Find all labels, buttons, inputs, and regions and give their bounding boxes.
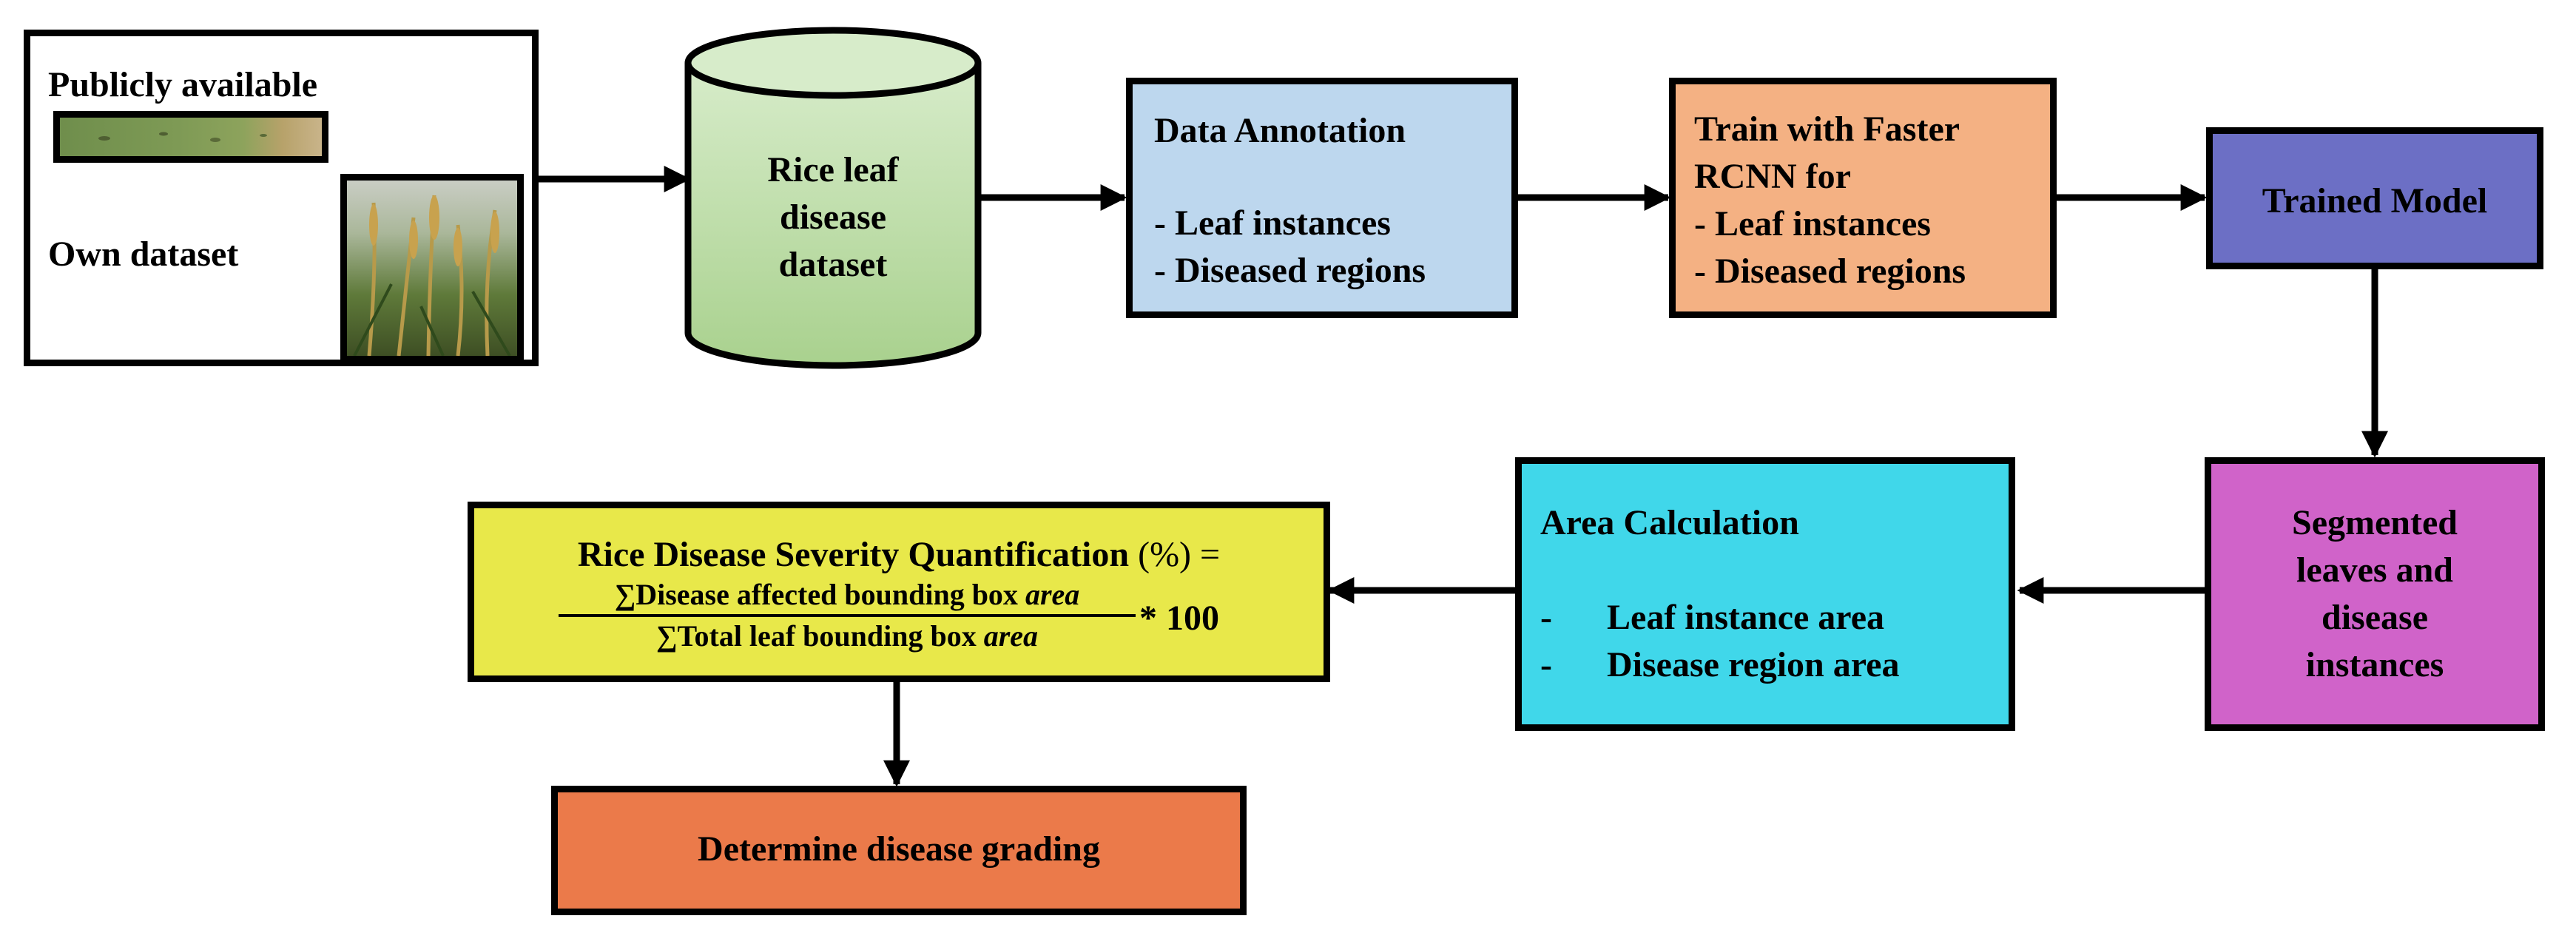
severity-title-suffix: (%) = xyxy=(1138,535,1221,574)
area-title: Area Calculation xyxy=(1540,503,1799,542)
dataset-label-line1: Rice leaf xyxy=(767,150,899,189)
data-annotation-box xyxy=(1126,78,1518,318)
train-item-leaf: - Leaf instances xyxy=(1694,204,1931,243)
area-item-disease: Disease region area xyxy=(1607,645,1900,684)
severity-multiplier: * 100 xyxy=(1139,599,1219,638)
area-item1-dash: - xyxy=(1540,598,1552,637)
segmented-line4: instances xyxy=(2305,645,2444,684)
segmented-line3: disease xyxy=(2322,598,2428,637)
train-faster-rcnn-box xyxy=(1669,78,2057,318)
train-title-line1: Train with Faster xyxy=(1694,109,1960,149)
area-item2-dash: - xyxy=(1540,645,1552,684)
publicly-available-label: Publicly available xyxy=(48,65,318,104)
own-dataset-label: Own dataset xyxy=(48,235,239,274)
fraction-numerator: ∑Disease affected bounding box area xyxy=(559,577,1136,617)
rice-stalks-graphic xyxy=(353,195,511,356)
annotation-item-leaf: - Leaf instances xyxy=(1154,203,1391,243)
segmented-line2: leaves and xyxy=(2296,550,2453,590)
severity-title-text: Rice Disease Severity Quantification xyxy=(577,535,1130,574)
dataset-label-line3: dataset xyxy=(778,245,888,284)
fraction-denominator: ∑Total leaf bounding box area xyxy=(559,617,1136,654)
severity-title: Rice Disease Severity Quantification (%)… xyxy=(468,531,1330,579)
segmented-instances-box xyxy=(2205,457,2545,731)
annotation-title: Data Annotation xyxy=(1154,111,1406,150)
disease-grading-box xyxy=(551,786,1247,915)
annotation-item-disease: - Diseased regions xyxy=(1154,251,1426,290)
own-dataset-field-image xyxy=(340,174,524,363)
numerator-var: area xyxy=(1025,578,1080,611)
severity-fraction: ∑Disease affected bounding box area ∑Tot… xyxy=(559,577,1136,654)
leaf-lesion-marks xyxy=(98,132,267,142)
trained-model-label: Trained Model xyxy=(2262,181,2488,220)
area-calculation-box xyxy=(1515,457,2015,731)
disease-grading-label: Determine disease grading xyxy=(698,829,1100,869)
area-item-leaf: Leaf instance area xyxy=(1607,598,1885,637)
train-title-line2: RCNN for xyxy=(1694,157,1851,196)
denominator-var: area xyxy=(983,619,1039,653)
numerator-text: ∑Disease affected bounding box xyxy=(614,578,1018,611)
train-item-disease: - Diseased regions xyxy=(1694,252,1966,291)
denominator-text: ∑Total leaf bounding box xyxy=(655,619,977,653)
public-leaf-image xyxy=(53,111,328,163)
segmented-line1: Segmented xyxy=(2292,503,2458,542)
trained-model-box xyxy=(2206,127,2543,269)
dataset-label-line2: disease xyxy=(780,198,886,237)
severity-formula-box xyxy=(468,502,1330,682)
